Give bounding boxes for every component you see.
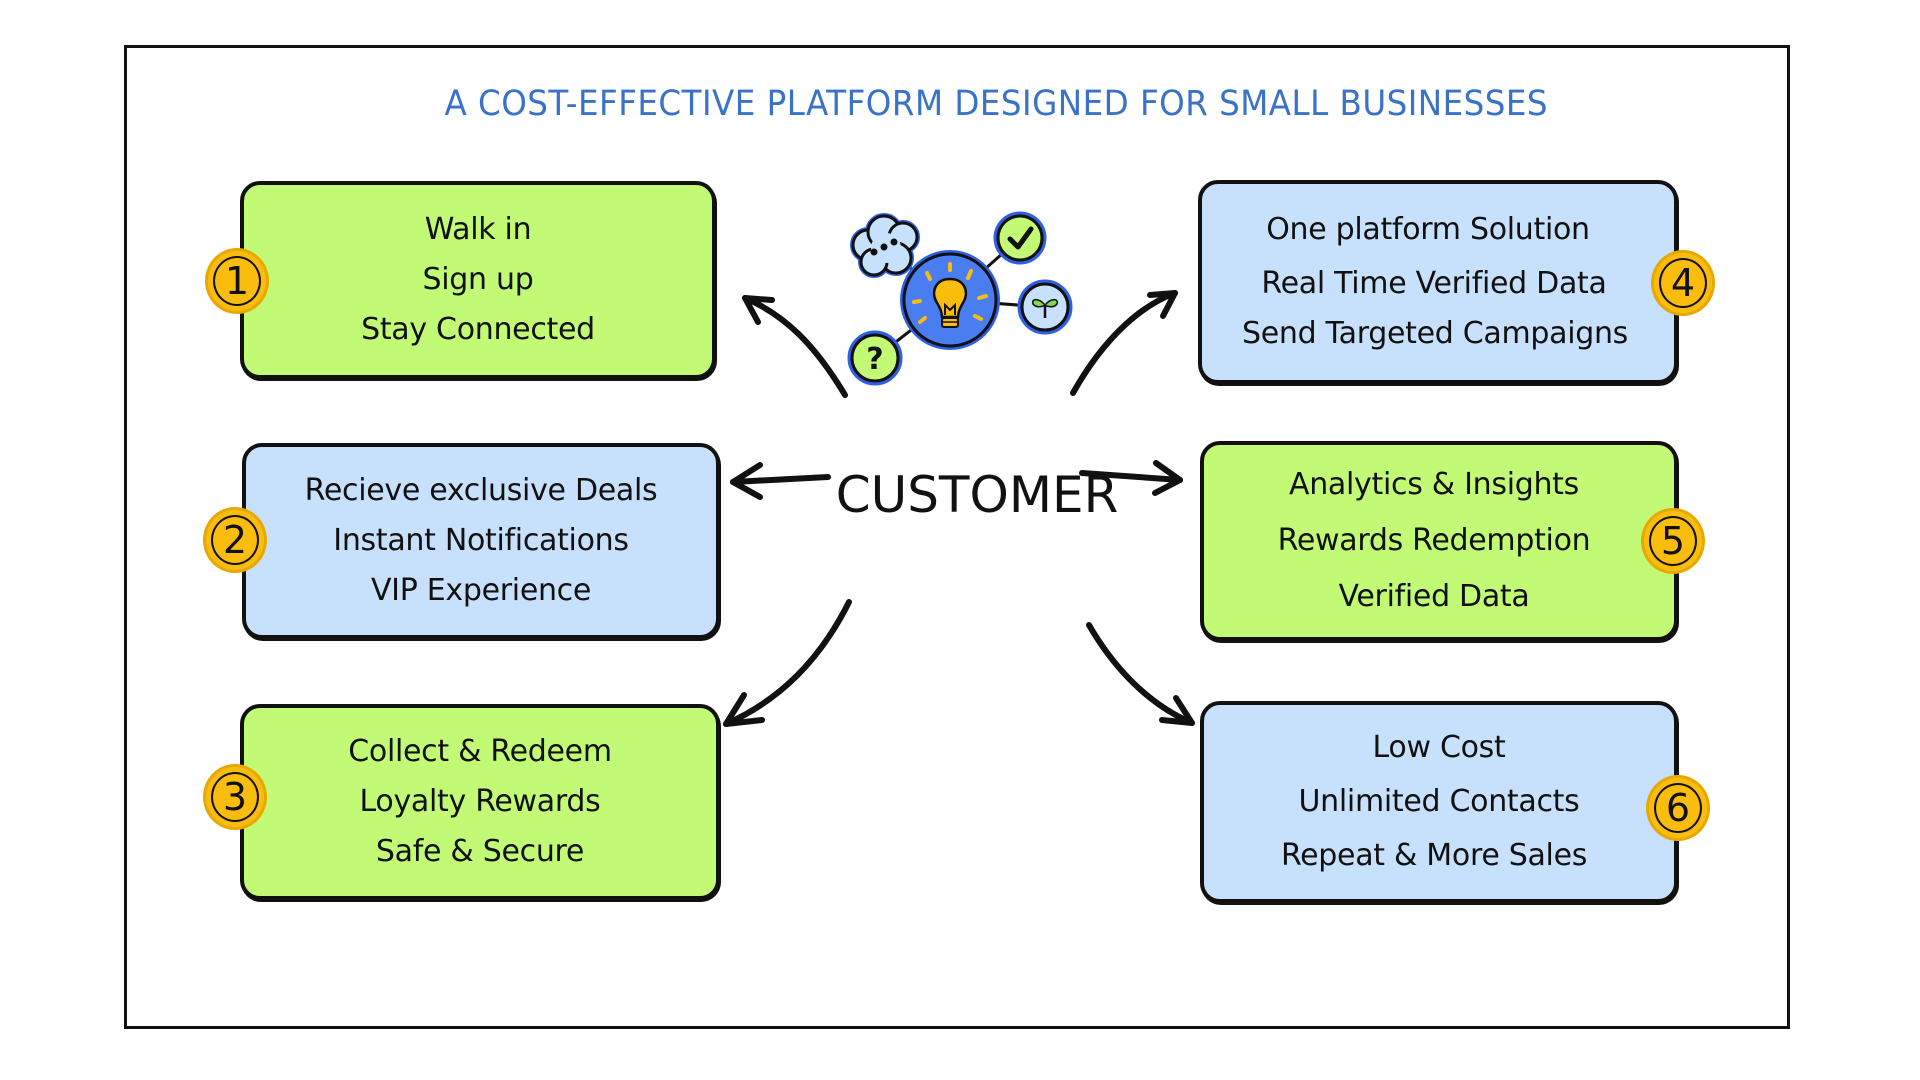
feature-card-1: Walk in Sign up Stay Connected: [240, 181, 716, 379]
badge-number: 3: [222, 775, 248, 819]
customer-label: CUSTOMER: [835, 466, 1119, 524]
card-line: One platform Solution: [1266, 212, 1590, 247]
card-line: Recieve exclusive Deals: [304, 473, 658, 508]
badge-number: 2: [222, 518, 248, 562]
badge-number: 5: [1660, 519, 1686, 563]
arrow-to-card-6: [1086, 622, 1195, 726]
question-mark-icon: ?: [847, 330, 903, 386]
thought-cloud-icon: [850, 213, 920, 278]
arrow-to-card-5: [1079, 460, 1183, 496]
lightbulb-icon: [900, 250, 1000, 350]
svg-text:?: ?: [866, 342, 883, 377]
card-line: Safe & Secure: [375, 834, 585, 869]
step-badge-4: 4: [1651, 250, 1715, 316]
step-badge-2: 2: [203, 507, 267, 573]
card-line: Sign up: [422, 262, 534, 297]
arrow-to-card-3: [723, 599, 852, 727]
card-line: Analytics & Insights: [1289, 467, 1579, 502]
card-line: Loyalty Rewards: [359, 784, 601, 819]
card-line: Real Time Verified Data: [1261, 266, 1607, 301]
card-line: Unlimited Contacts: [1298, 784, 1580, 819]
card-line: Send Targeted Campaigns: [1241, 316, 1629, 351]
sprout-icon: [1017, 279, 1073, 335]
badge-number: 6: [1665, 786, 1691, 830]
arrow-to-card-4: [1070, 290, 1178, 396]
checkmark-icon: [993, 211, 1047, 265]
feature-card-5: Analytics & Insights Rewards Redemption …: [1200, 441, 1678, 641]
card-line: Repeat & More Sales: [1280, 838, 1588, 873]
card-line: Collect & Redeem: [348, 734, 612, 769]
card-line: Walk in: [424, 212, 532, 247]
step-badge-1: 1: [205, 248, 269, 314]
badge-number: 4: [1670, 261, 1696, 305]
card-line: Rewards Redemption: [1277, 523, 1591, 558]
card-line: Instant Notifications: [333, 523, 629, 558]
arrow-to-card-2: [730, 462, 831, 500]
card-line: Stay Connected: [361, 312, 595, 347]
step-badge-6: 6: [1646, 775, 1710, 841]
feature-card-3: Collect & Redeem Loyalty Rewards Safe & …: [240, 704, 720, 900]
diagram-frame: [124, 45, 1790, 1029]
feature-card-2: Recieve exclusive Deals Instant Notifica…: [242, 443, 720, 639]
card-line: Low Cost: [1372, 730, 1506, 765]
feature-card-6: Low Cost Unlimited Contacts Repeat & Mor…: [1200, 701, 1678, 903]
card-line: Verified Data: [1338, 579, 1530, 614]
badge-number: 1: [224, 259, 250, 303]
step-badge-5: 5: [1641, 508, 1705, 574]
card-line: VIP Experience: [370, 573, 592, 608]
feature-card-4: One platform Solution Real Time Verified…: [1198, 180, 1678, 384]
step-badge-3: 3: [203, 764, 267, 830]
diagram-title: A COST-EFFECTIVE PLATFORM DESIGNED FOR S…: [444, 84, 1549, 124]
arrow-to-card-1: [742, 295, 848, 398]
